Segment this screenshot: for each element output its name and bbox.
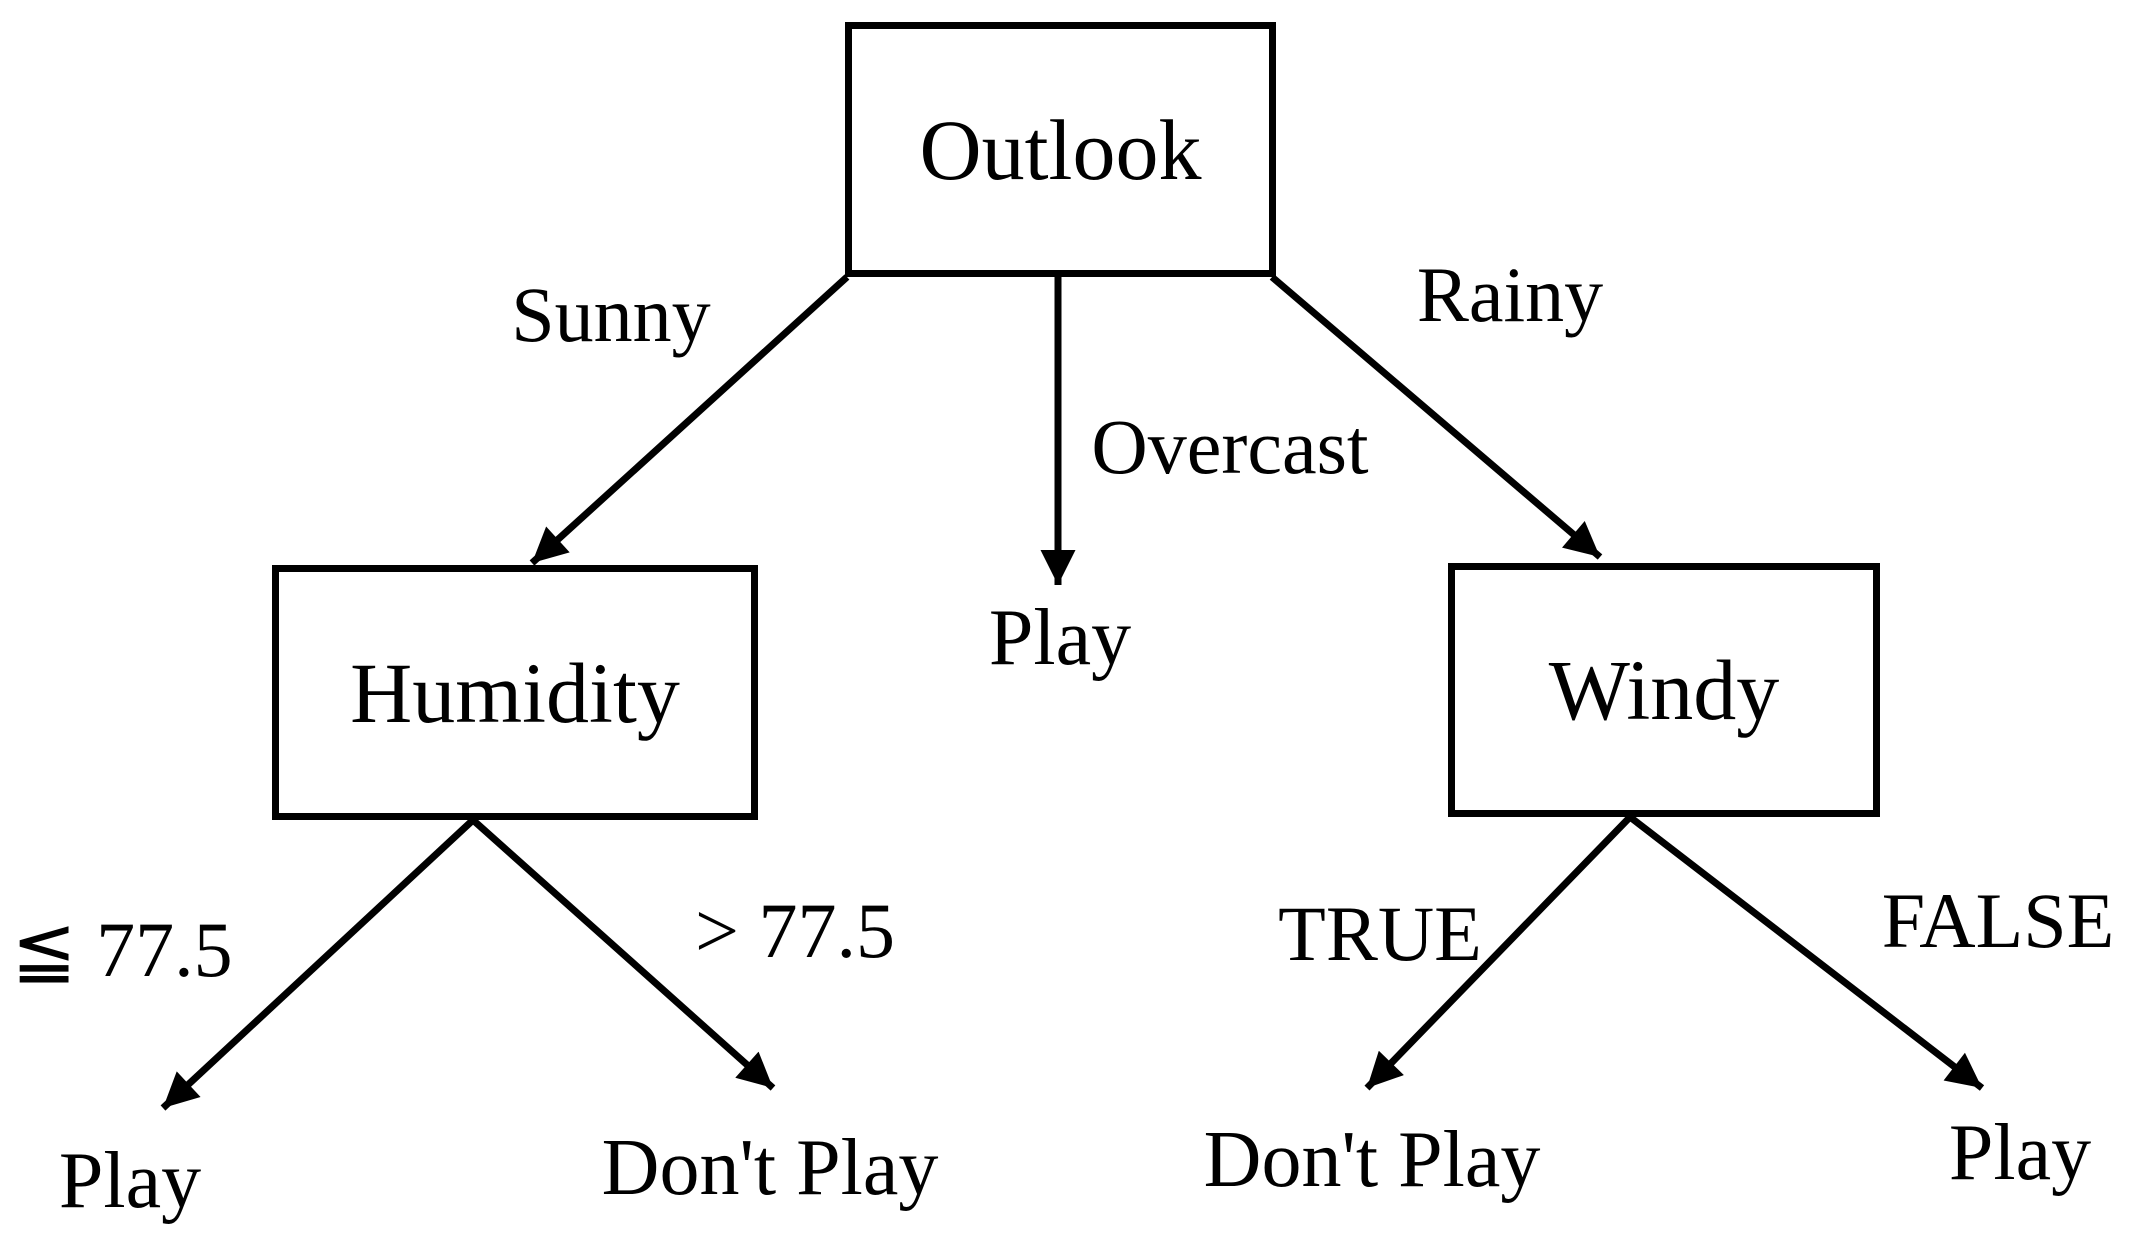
node-humidity-label: Humidity <box>350 644 680 741</box>
edge-label-humidity-gt: > 77.5 <box>695 887 895 974</box>
edge-rainy-arrow <box>1269 274 1603 560</box>
node-outlook: Outlook <box>845 22 1276 277</box>
node-windy: Windy <box>1448 563 1880 817</box>
edge-humidity-gt-arrow <box>470 817 776 1091</box>
edge-label-humidity-le: ≦ 77.5 <box>11 906 233 993</box>
node-humidity: Humidity <box>272 565 758 820</box>
leaf-play-humidity-le: Play <box>58 1137 202 1225</box>
leaf-dont-play-humidity-gt: Don't Play <box>601 1124 939 1212</box>
edge-label-overcast: Overcast <box>1091 403 1369 490</box>
node-outlook-label: Outlook <box>919 101 1202 198</box>
edge-label-windy-false: FALSE <box>1881 877 2115 964</box>
edge-windy-true-arrow <box>1364 814 1633 1091</box>
leaf-play-windy-false: Play <box>1948 1109 2092 1197</box>
leaf-dont-play-windy-true: Don't Play <box>1203 1116 1541 1204</box>
leaf-play-overcast: Play <box>988 594 1132 682</box>
edge-humidity-le-arrow <box>160 817 476 1111</box>
edge-label-windy-true: TRUE <box>1278 890 1482 977</box>
edge-label-rainy: Rainy <box>1416 251 1604 338</box>
node-windy-label: Windy <box>1548 642 1780 738</box>
edge-label-sunny: Sunny <box>511 271 711 358</box>
edge-sunny-arrow <box>529 274 850 566</box>
edge-windy-false-arrow <box>1627 814 1985 1091</box>
